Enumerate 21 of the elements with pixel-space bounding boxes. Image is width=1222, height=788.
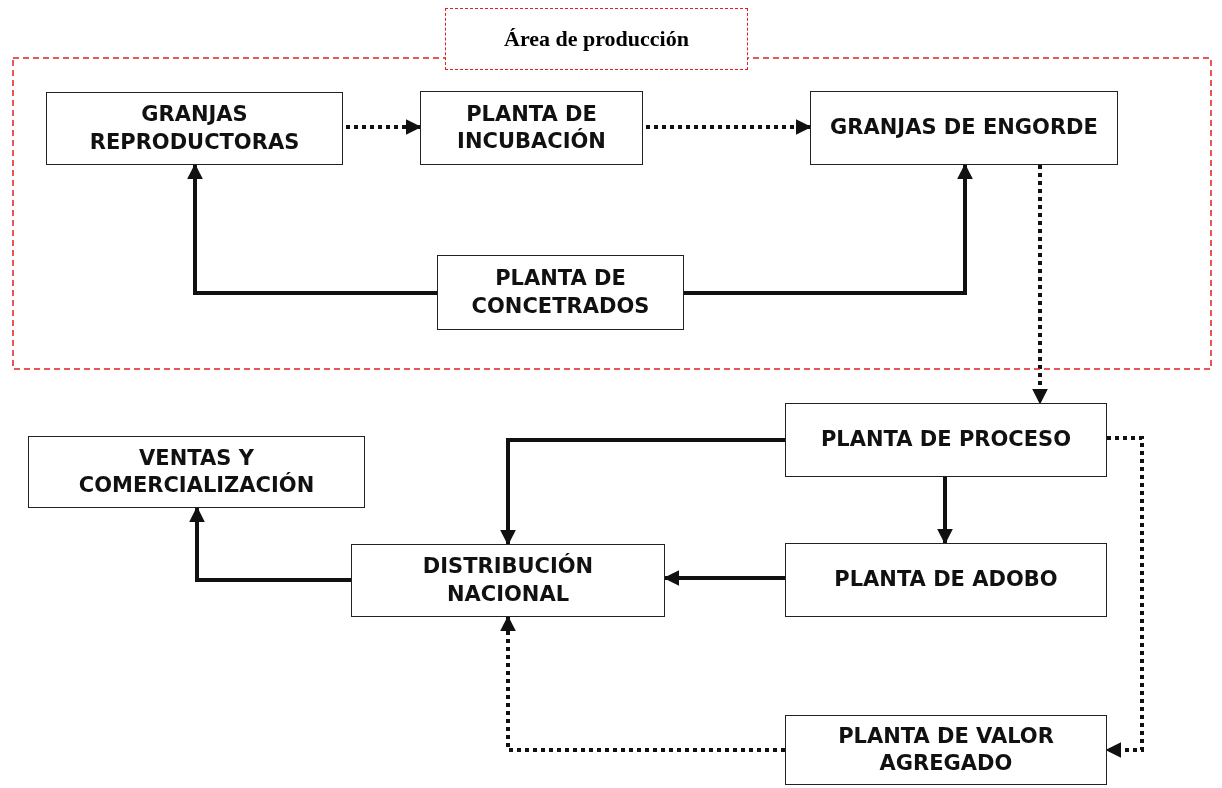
arrow xyxy=(684,163,973,295)
process-box: PLANTA DE INCUBACIÓN xyxy=(420,91,643,165)
process-box: GRANJAS DE ENGORDE xyxy=(810,91,1118,165)
arrow xyxy=(937,477,953,545)
arrow xyxy=(187,163,437,295)
process-box: GRANJAS REPRODUCTORAS xyxy=(46,92,343,165)
arrow xyxy=(646,119,812,135)
process-box: PLANTA DE PROCESO xyxy=(785,403,1107,477)
process-box: PLANTA DE CONCETRADOS xyxy=(437,255,684,330)
process-box: PLANTA DE ADOBO xyxy=(785,543,1107,617)
arrow xyxy=(663,570,785,586)
process-box: VENTAS Y COMERCIALIZACIÓN xyxy=(28,436,365,508)
region-heading: Área de producción xyxy=(445,8,748,70)
arrow xyxy=(1032,165,1048,405)
process-box: PLANTA DE VALOR AGREGADO xyxy=(785,715,1107,785)
arrow xyxy=(1105,436,1144,758)
arrow xyxy=(500,615,785,752)
process-box: DISTRIBUCIÓN NACIONAL xyxy=(351,544,665,617)
arrow xyxy=(500,438,785,546)
arrow xyxy=(346,119,422,135)
arrow xyxy=(189,506,351,582)
